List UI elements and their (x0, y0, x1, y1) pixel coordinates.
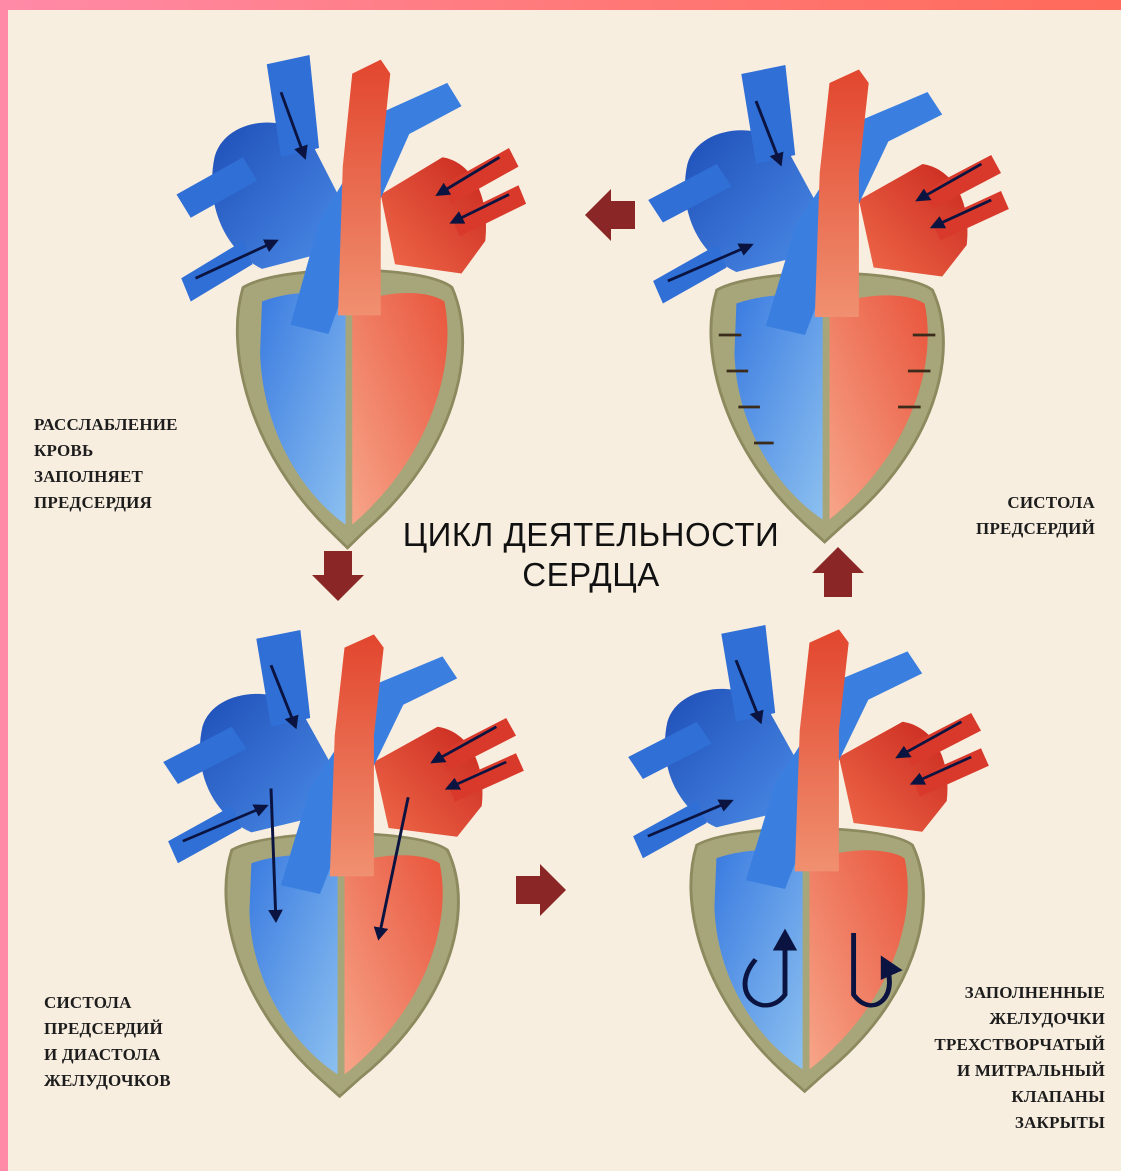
caption-relaxation: РАССЛАБЛЕНИЕ КРОВЬ ЗАПОЛНЯЕТ ПРЕДСЕРДИЯ (34, 412, 178, 516)
cycle-arrow-left (585, 189, 635, 241)
caption-atrial-systole: СИСТОЛА ПРЕДСЕРДИЙ (976, 490, 1095, 542)
caption-line: ЗАКРЫТЫ (934, 1110, 1105, 1136)
caption-line: КЛАПАНЫ (934, 1084, 1105, 1110)
caption-line: РАССЛАБЛЕНИЕ (34, 412, 178, 438)
caption-line: ЗАПОЛНЯЕТ (34, 464, 178, 490)
caption-line: СИСТОЛА (976, 490, 1095, 516)
caption-line: ПРЕДСЕРДИЯ (34, 490, 178, 516)
caption-line: ЗАПОЛНЕННЫЕ (934, 980, 1105, 1006)
caption-filled-ventricles: ЗАПОЛНЕННЫЕ ЖЕЛУДОЧКИ ТРЕХСТВОРЧАТЫЙ И М… (934, 980, 1105, 1136)
diagram-panel: ЦИКЛ ДЕЯТЕЛЬНОСТИ СЕРДЦА РАССЛАБЛЕНИЕ КР… (8, 10, 1121, 1171)
caption-line: КРОВЬ (34, 438, 178, 464)
caption-line: ЖЕЛУДОЧКОВ (44, 1068, 171, 1094)
cycle-arrow-right (516, 864, 566, 916)
caption-line: ЖЕЛУДОЧКИ (934, 1006, 1105, 1032)
heart-atrial-systole (648, 65, 1009, 542)
title-line-2: СЕРДЦА (376, 555, 806, 595)
cycle-arrow-up (812, 547, 864, 597)
title-line-1: ЦИКЛ ДЕЯТЕЛЬНОСТИ (376, 515, 806, 555)
caption-line: ТРЕХСТВОРЧАТЫЙ (934, 1032, 1105, 1058)
caption-line: И ДИАСТОЛА (44, 1042, 171, 1068)
caption-atrial-systole-ventricular-diastole: СИСТОЛА ПРЕДСЕРДИЙ И ДИАСТОЛА ЖЕЛУДОЧКОВ (44, 990, 171, 1094)
caption-line: ПРЕДСЕРДИЙ (976, 516, 1095, 542)
caption-line: ПРЕДСЕРДИЙ (44, 1016, 171, 1042)
heart-atrial-systole-ventricular-diastole (163, 630, 524, 1096)
caption-line: СИСТОЛА (44, 990, 171, 1016)
diagram-title: ЦИКЛ ДЕЯТЕЛЬНОСТИ СЕРДЦА (376, 515, 806, 595)
caption-line: И МИТРАЛЬНЫЙ (934, 1058, 1105, 1084)
cycle-arrow-down (312, 551, 364, 601)
heart-relaxation (177, 55, 527, 548)
